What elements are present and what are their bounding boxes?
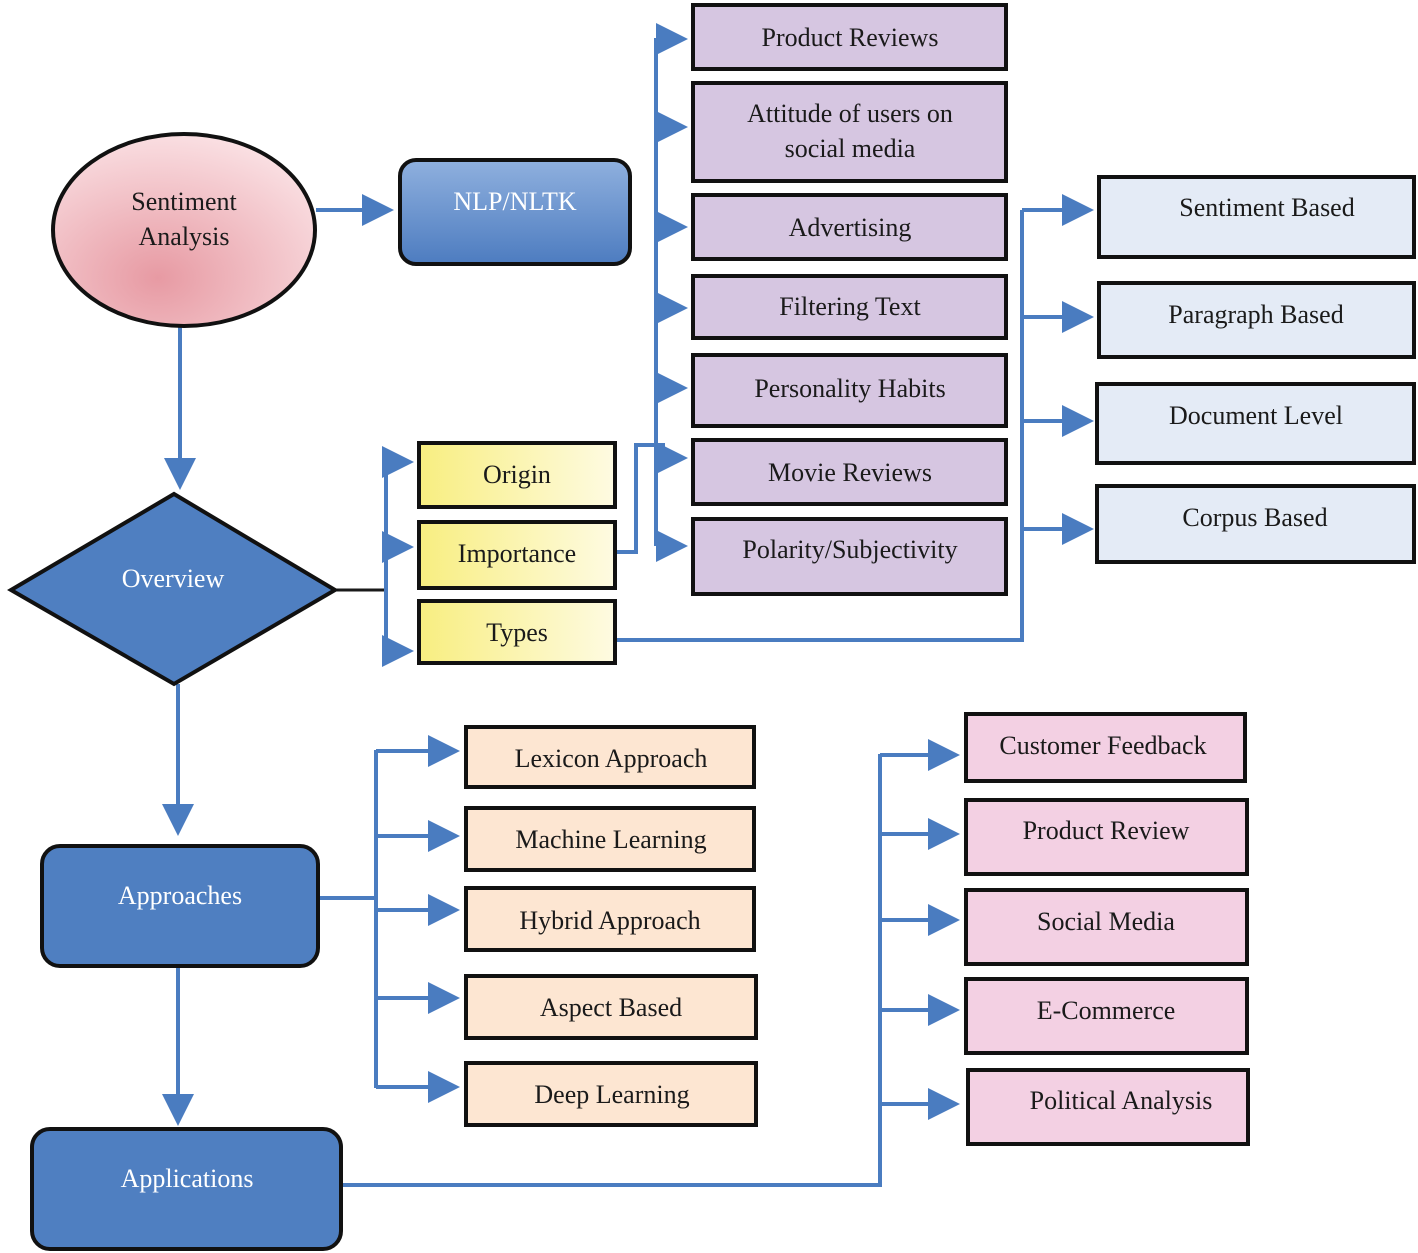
connector-types-stem: [616, 210, 1024, 642]
approaches-node: Approaches: [40, 844, 320, 968]
application-item-label: Political Analysis: [1030, 1086, 1213, 1115]
sentiment-analysis-node: Sentiment Analysis: [51, 132, 317, 328]
approach-item-aspect-based: Aspect Based: [464, 974, 758, 1040]
connector-applications-stem: [342, 754, 882, 1187]
approach-item-label: Deep Learning: [534, 1080, 689, 1109]
importance-item-advertising: Advertising: [691, 193, 1008, 261]
importance-item-polarity: Polarity/Subjectivity: [691, 517, 1008, 596]
types-item-label: Sentiment Based: [1179, 193, 1354, 222]
importance-item-label: Personality Habits: [754, 374, 945, 403]
importance-item-label: Product Reviews: [762, 23, 939, 52]
application-item-e-commerce: E-Commerce: [964, 977, 1249, 1055]
overview-label: Overview: [122, 564, 225, 593]
overview-item-origin: Origin: [417, 441, 617, 509]
connector-importance-stub: [636, 443, 665, 460]
importance-item-label-line1: Attitude of users on: [747, 99, 953, 128]
importance-item-product-reviews: Product Reviews: [691, 3, 1008, 71]
importance-item-movie-reviews: Movie Reviews: [691, 438, 1008, 506]
overview-item-label: Origin: [483, 460, 551, 489]
importance-item-label: Movie Reviews: [768, 458, 932, 487]
sentiment-label-line2: Analysis: [139, 222, 230, 251]
application-item-label: Product Review: [1023, 816, 1190, 845]
approach-item-label: Aspect Based: [540, 993, 682, 1022]
types-item-corpus-based: Corpus Based: [1095, 484, 1416, 564]
application-item-label: E-Commerce: [1037, 996, 1176, 1025]
application-item-product-review: Product Review: [964, 798, 1249, 876]
connectors: [162, 23, 1094, 1187]
approach-item-deep-learning: Deep Learning: [464, 1061, 758, 1127]
importance-item-attitude: Attitude of users on social media: [691, 81, 1008, 183]
types-item-document-level: Document Level: [1095, 382, 1416, 465]
overview-item-types: Types: [417, 599, 617, 665]
importance-item-label: Filtering Text: [779, 292, 921, 321]
overview-node: Overview: [7, 491, 339, 687]
types-item-paragraph-based: Paragraph Based: [1097, 281, 1416, 359]
importance-item-label: Advertising: [789, 213, 912, 242]
application-item-political-analysis: Political Analysis: [966, 1068, 1250, 1146]
connector-importance-stem: [616, 443, 656, 554]
types-item-label: Corpus Based: [1182, 503, 1327, 532]
importance-item-filtering-text: Filtering Text: [691, 274, 1008, 340]
importance-item-label: Polarity/Subjectivity: [742, 535, 957, 564]
nlp-nltk-node: NLP/NLTK: [398, 158, 632, 266]
importance-item-personality-habits: Personality Habits: [691, 353, 1008, 428]
application-item-social-media: Social Media: [964, 888, 1249, 966]
application-item-customer-feedback: Customer Feedback: [964, 712, 1247, 783]
nlp-label: NLP/NLTK: [453, 187, 576, 216]
sentiment-label-line1: Sentiment: [131, 187, 237, 216]
types-item-label: Document Level: [1169, 401, 1343, 430]
approach-item-machine-learning: Machine Learning: [464, 806, 756, 872]
applications-label: Applications: [121, 1164, 254, 1193]
approach-item-label: Lexicon Approach: [515, 744, 708, 773]
approach-item-label: Hybrid Approach: [519, 906, 700, 935]
overview-item-label: Importance: [458, 539, 576, 568]
application-item-label: Customer Feedback: [999, 731, 1206, 760]
approach-item-label: Machine Learning: [515, 825, 706, 854]
application-item-label: Social Media: [1037, 907, 1175, 936]
applications-node: Applications: [30, 1127, 343, 1251]
types-item-sentiment-based: Sentiment Based: [1097, 175, 1416, 259]
overview-item-importance: Importance: [417, 520, 617, 590]
importance-item-label-line2: social media: [785, 134, 916, 163]
approach-item-hybrid: Hybrid Approach: [464, 886, 756, 952]
types-item-label: Paragraph Based: [1168, 300, 1343, 329]
approach-item-lexicon: Lexicon Approach: [464, 725, 756, 789]
overview-item-label: Types: [486, 618, 548, 647]
approaches-label: Approaches: [118, 881, 242, 910]
